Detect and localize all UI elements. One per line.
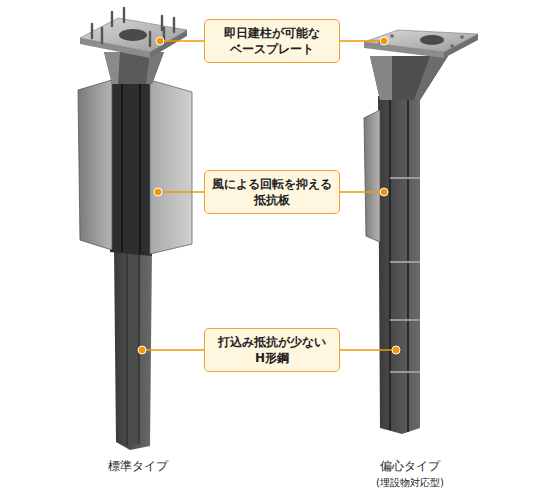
standard-pile — [78, 8, 192, 450]
leader-lines — [142, 41, 396, 350]
pile-caption: (埋設物対応型) — [376, 476, 444, 490]
callout-text: 打込み抵抗が少ない H形鋼 — [211, 334, 333, 366]
leader-dots — [138, 37, 400, 354]
eccentric-pile — [364, 30, 478, 434]
pile-caption: 標準タイプ — [108, 458, 168, 475]
callout-box: 即日建柱が可能な ベースプレート — [204, 19, 340, 63]
callout-text: 風による回転を抑える 抵抗板 — [211, 176, 333, 208]
callout-text: 即日建柱が可能な ベースプレート — [211, 25, 333, 57]
callout-box: 風による回転を抑える 抵抗板 — [204, 170, 340, 214]
callout-box: 打込み抵抗が少ない H形鋼 — [204, 328, 340, 372]
pile-caption: 偏心タイプ — [380, 458, 440, 475]
